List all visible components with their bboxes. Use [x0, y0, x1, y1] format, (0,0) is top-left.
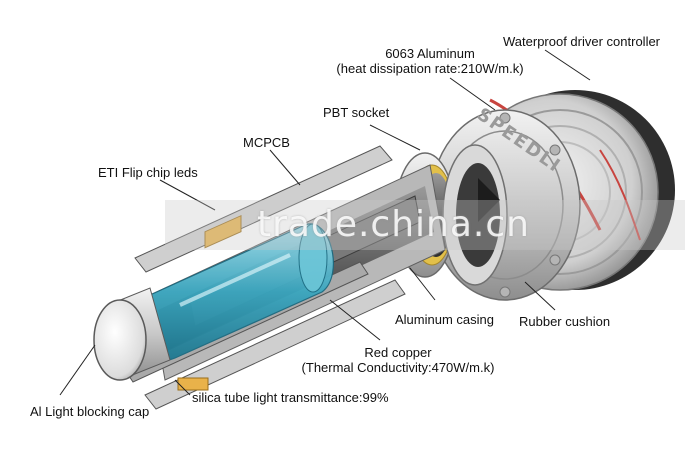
watermark-text: trade.china.cn — [165, 200, 685, 250]
label-pbt-socket: PBT socket — [323, 105, 390, 120]
label-silica-tube: silica tube light transmittance:99% — [192, 390, 389, 405]
label-6063-aluminum: 6063 Aluminum (heat dissipation rate:210… — [320, 46, 540, 76]
flip-chip-led-shape — [177, 214, 242, 391]
label-eti-leds: ETI Flip chip leds — [98, 165, 198, 180]
blocking-cap-shape — [93, 287, 171, 381]
silica-tube-shape — [141, 223, 334, 361]
label-red-copper-line2: (Thermal Conductivity:470W/m.k) — [301, 360, 495, 375]
label-aluminum-casing: Aluminum casing — [395, 312, 494, 327]
label-6063-aluminum-line2: (heat dissipation rate:210W/m.k) — [336, 61, 524, 76]
label-blocking-cap: Al Light blocking cap — [30, 404, 150, 419]
label-rubber-cushion: Rubber cushion — [519, 314, 611, 329]
label-waterproof-driver: Waterproof driver controller — [503, 34, 661, 49]
label-mcpcb: MCPCB — [243, 135, 290, 150]
leader-lines — [59, 49, 591, 396]
rubber-cushion-shape — [442, 144, 508, 286]
label-red-copper-line1: Red copper — [364, 345, 432, 360]
label-red-copper: Red copper (Thermal Conductivity:470W/m.… — [288, 345, 508, 375]
label-6063-aluminum-line1: 6063 Aluminum — [385, 46, 475, 61]
